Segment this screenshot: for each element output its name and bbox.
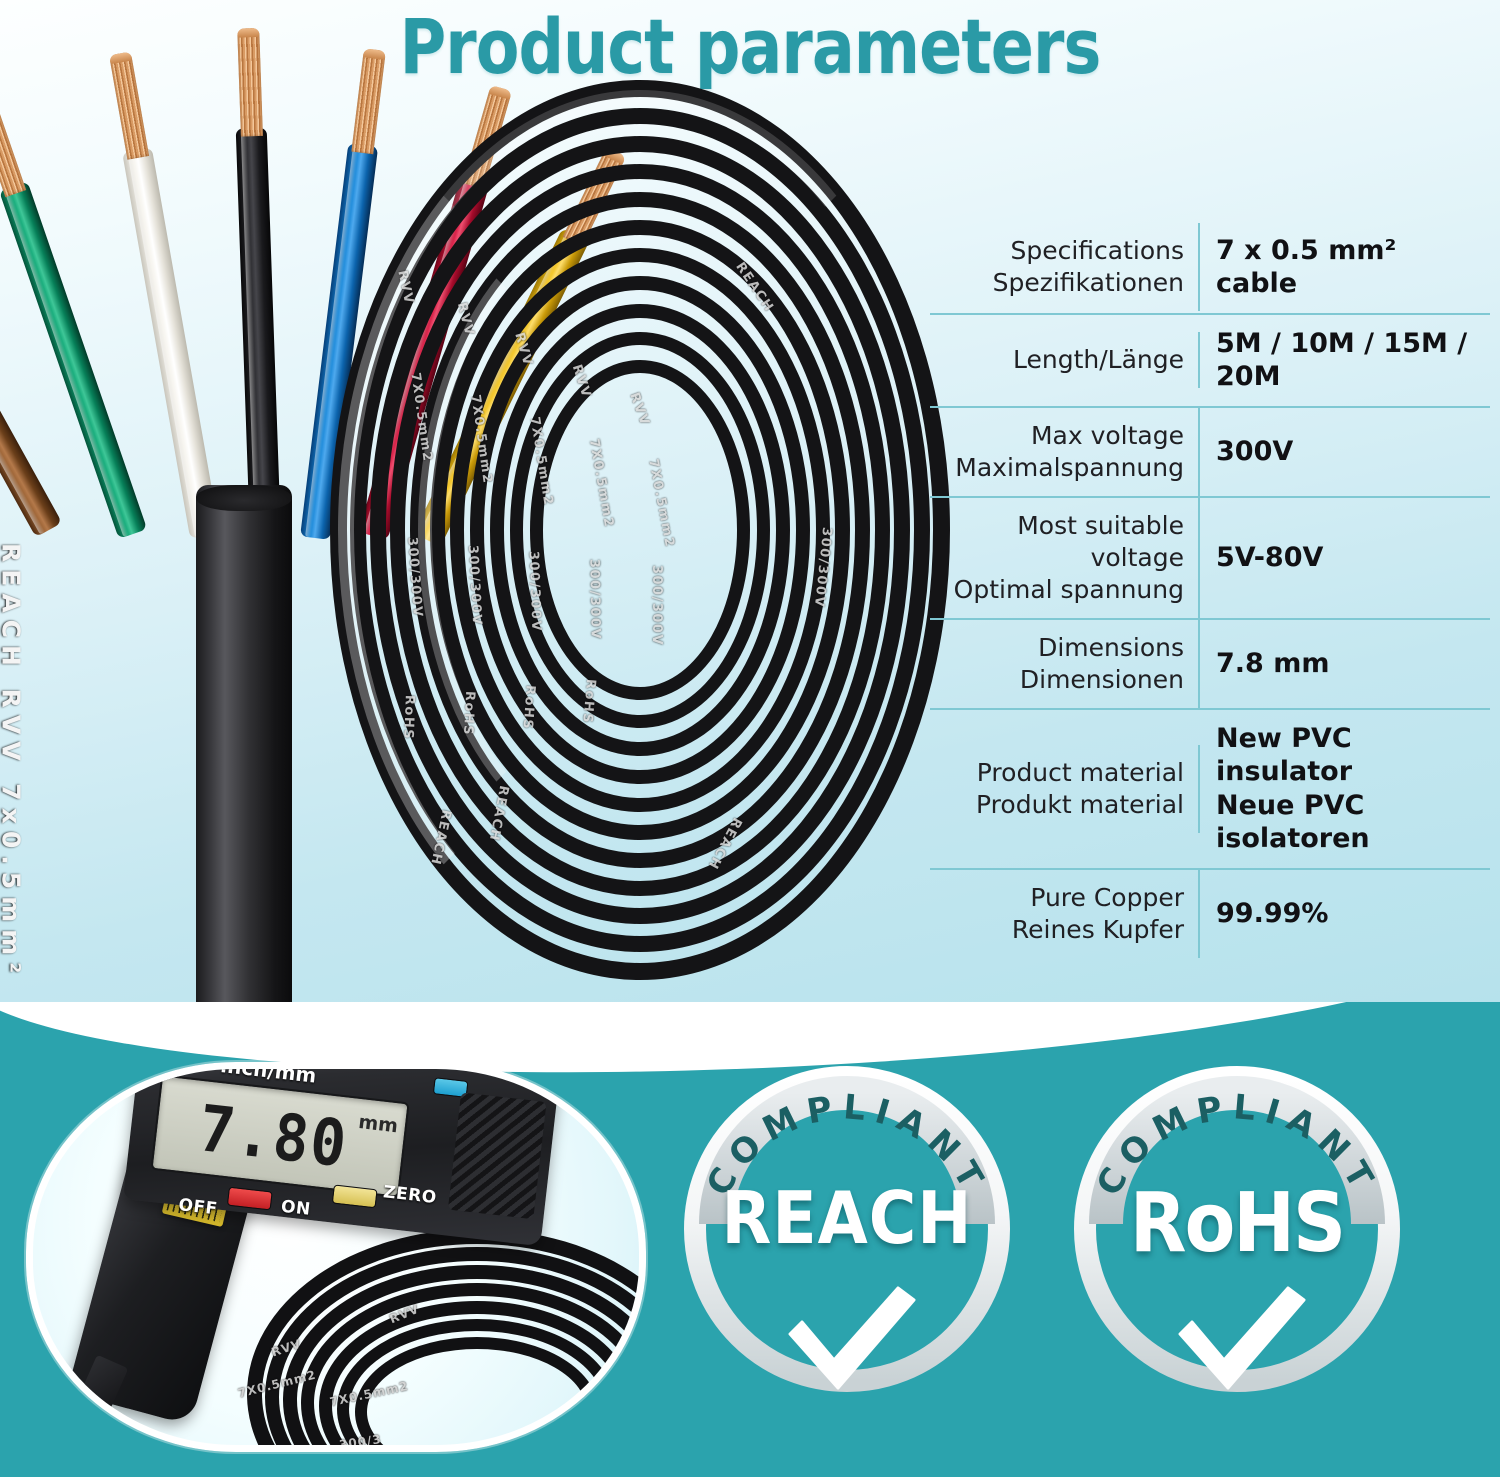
caliper-off-button[interactable] <box>226 1186 273 1211</box>
caliper-grip-texture <box>447 1092 547 1220</box>
specifications-table: Specifications Spezifikationen 7 x 0.5 m… <box>930 222 1490 958</box>
spec-label-de: Produkt material <box>976 789 1184 819</box>
table-row: Pure Copper Reines Kupfer 99.99% <box>930 867 1490 958</box>
caliper-unit-label: mm <box>357 1110 400 1138</box>
digital-caliper: 0 inch/mm 7.80 mm OFF ON ZERO <box>66 1069 593 1431</box>
bottom-section: RVV 7X0.5mm2 7X0.5mm2 300/3 RVV 0 inch/m… <box>0 1002 1500 1477</box>
page-title: Product parameters <box>399 2 1102 91</box>
cable-jacket: REACH RVV 7x0.5mm² <box>0 485 292 1010</box>
table-row: Product material Produkt material New PV… <box>930 707 1490 868</box>
spec-label-en: Length/Länge <box>1013 345 1184 375</box>
spec-value-line1: 99.99% <box>1216 898 1329 930</box>
spec-label-en: Specifications <box>1010 236 1184 266</box>
coil-print-volt: 300/300V <box>586 558 603 641</box>
caliper-on-label: ON <box>279 1196 312 1220</box>
spec-value-line2: Neue PVC isolatoren <box>1216 789 1370 855</box>
copper-strands <box>0 91 27 198</box>
wire-white <box>109 51 220 539</box>
table-row: Dimensions Dimensionen 7.8 mm <box>930 617 1490 708</box>
spec-value: 99.99% <box>1200 885 1490 942</box>
reach-check-icon <box>672 1282 1022 1399</box>
spec-value-line1: 300V <box>1216 436 1294 468</box>
caliper-zero-button[interactable] <box>331 1184 378 1209</box>
cable-coil: RVV 7X0.5mm2 300/300V RoHS REACH RVV 7X0… <box>330 80 950 980</box>
reach-compliant-badge: COMPLIANT REACH <box>672 1054 1022 1404</box>
rohs-compliant-badge: COMPLIANT RoHS <box>1062 1054 1412 1404</box>
coil-print-rohs: RoHS <box>519 684 538 731</box>
caliper-lcd-screen: 7.80 mm <box>150 1074 410 1198</box>
spec-label: Specifications Spezifikationen <box>930 223 1200 312</box>
table-row: Max voltage Maximalspannung 300V <box>930 405 1490 496</box>
spec-value-line1: 7 x 0.5 mm² cable <box>1216 235 1397 300</box>
spec-value: 7.8 mm <box>1200 635 1490 692</box>
reach-badge-ring-icon: COMPLIANT <box>684 1066 1010 1392</box>
jacket-print-text: REACH RVV 7x0.5mm² <box>0 543 26 981</box>
caliper-reading-value: 7.80 <box>195 1092 352 1183</box>
spec-value-line1: 5M / 10M / 15M / 20M <box>1216 327 1468 393</box>
rohs-badge-ring-icon: COMPLIANT <box>1074 1066 1400 1392</box>
spec-value: 5M / 10M / 15M / 20M <box>1200 315 1490 406</box>
spec-label-de: Maximalspannung <box>955 452 1184 482</box>
coil-print-rohs: RoHS <box>400 694 417 741</box>
spec-label-en: Product material <box>976 757 1184 787</box>
spec-label-de: Spezifikationen <box>992 268 1184 298</box>
table-row: Most suitable voltage Optimal spannung 5… <box>930 495 1490 618</box>
spec-label-en: Max voltage <box>1030 420 1184 450</box>
spec-label-de: Optimal spannung <box>953 574 1184 604</box>
spec-label-en: Pure Copper <box>1030 882 1184 912</box>
spec-label: Max voltage Maximalspannung <box>930 407 1200 496</box>
coil-print-volt: 300/300V <box>649 564 665 647</box>
spec-label: Pure Copper Reines Kupfer <box>930 869 1200 958</box>
copper-strands <box>236 27 263 137</box>
table-row: Length/Länge 5M / 10M / 15M / 20M <box>930 312 1490 406</box>
spec-value: 300V <box>1200 423 1490 480</box>
spec-value: 7 x 0.5 mm² cable <box>1200 222 1490 313</box>
spec-value-line1: New PVC insulator <box>1216 722 1353 788</box>
spec-value-line1: 5V-80V <box>1216 542 1324 574</box>
table-row: Specifications Spezifikationen 7 x 0.5 m… <box>930 222 1490 313</box>
spec-label-de: Dimensionen <box>1019 664 1184 694</box>
reach-badge-word: REACH <box>721 1176 973 1260</box>
spec-value: New PVC insulator Neue PVC isolatoren <box>1200 710 1490 868</box>
top-section: Product parameters <box>0 0 1500 1010</box>
wire-black <box>235 27 281 539</box>
spec-label: Length/Länge <box>930 332 1200 389</box>
spec-value: 5V-80V <box>1200 529 1490 586</box>
rohs-check-icon <box>1062 1282 1412 1399</box>
cable-product-photo: REACH RVV 7x0.5mm² <box>0 27 940 1010</box>
coil-print-rohs: RoHS <box>459 690 478 737</box>
spec-value-line1: 7.8 mm <box>1216 648 1330 680</box>
spec-label-en: Dimensions <box>1038 632 1184 662</box>
spec-label: Dimensions Dimensionen <box>930 619 1200 708</box>
spec-label-de: Reines Kupfer <box>1011 914 1184 944</box>
coil-print-volt: 300/300V <box>525 550 544 633</box>
spec-label-en: Most suitable voltage <box>1017 510 1184 572</box>
spec-label: Most suitable voltage Optimal spannung <box>930 497 1200 618</box>
caliper-zero-label: ZERO <box>382 1182 438 1209</box>
caliper-off-label: OFF <box>177 1195 219 1220</box>
rohs-badge-word: RoHS <box>1129 1176 1346 1271</box>
caliper-measurement-photo: RVV 7X0.5mm2 7X0.5mm2 300/3 RVV 0 inch/m… <box>26 1062 646 1452</box>
spec-label: Product material Produkt material <box>930 744 1200 833</box>
